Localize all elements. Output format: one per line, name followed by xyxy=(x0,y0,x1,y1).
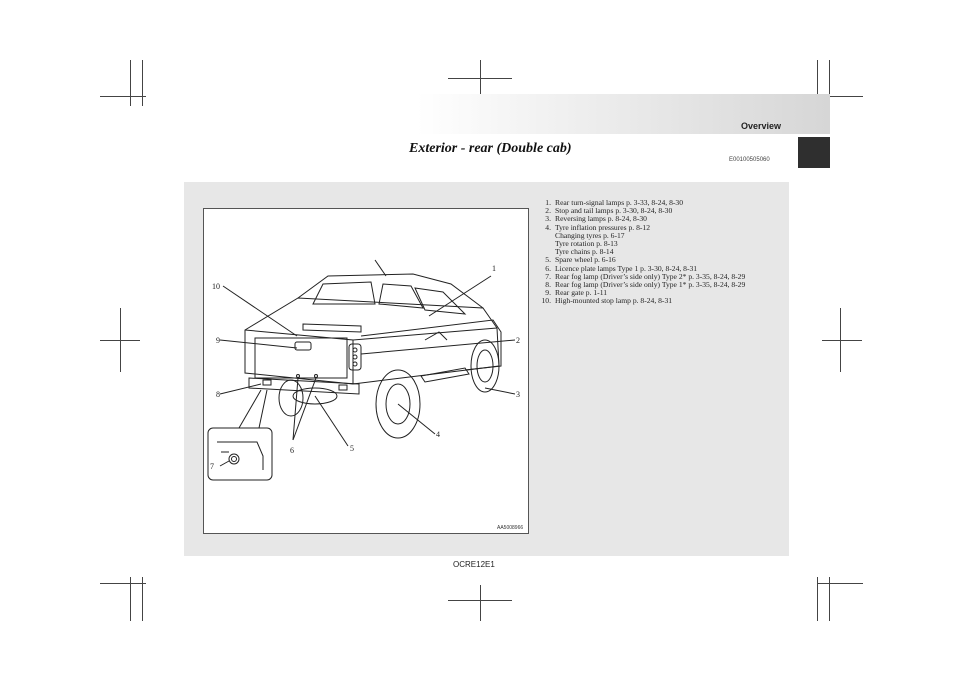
crop-mark xyxy=(829,60,830,106)
component-list: 1.Rear turn-signal lamps p. 3-33, 8-24, … xyxy=(537,198,787,306)
crop-mark xyxy=(142,577,143,621)
section-title: Overview xyxy=(741,121,782,131)
crop-mark xyxy=(817,577,818,621)
crop-mark xyxy=(817,60,818,106)
crop-mark xyxy=(448,78,512,79)
crop-mark xyxy=(822,340,862,341)
crop-mark xyxy=(100,340,140,341)
list-item: 8.Rear fog lamp (Driver’s side only) Typ… xyxy=(545,280,746,290)
list-item: 1.Rear turn-signal lamps p. 3-33, 8-24, … xyxy=(545,198,684,207)
crop-mark xyxy=(829,577,830,621)
callout-6: 6 xyxy=(290,446,294,455)
crop-mark xyxy=(130,577,131,621)
callout-4: 4 xyxy=(436,430,440,439)
callout-5: 5 xyxy=(350,444,354,453)
list-item: 9.Rear gate p. 1-11 xyxy=(545,288,608,298)
crop-mark xyxy=(817,96,863,97)
list-item: 3.Reversing lamps p. 8-24, 8-30 xyxy=(545,214,647,224)
figure-code: AA5008966 xyxy=(497,525,524,531)
callout-10: 10 xyxy=(212,282,220,291)
callout-7: 7 xyxy=(210,462,214,471)
reference-code: E00100505060 xyxy=(729,157,770,163)
crop-mark xyxy=(100,96,146,97)
list-item: 5.Spare wheel p. 6-16 xyxy=(545,255,616,265)
truck-illustration xyxy=(207,259,516,481)
callout-9: 9 xyxy=(216,336,220,345)
callout-1: 1 xyxy=(492,264,496,273)
list-item: 4.Tyre inflation pressures p. 8-12 Chang… xyxy=(545,222,650,257)
crop-mark xyxy=(448,600,512,601)
list-item: 10.High-mounted stop lamp p. 8-24, 8-31 xyxy=(541,296,673,306)
header-band xyxy=(417,94,830,134)
crop-mark xyxy=(100,583,146,584)
crop-mark xyxy=(817,583,863,584)
callout-2: 2 xyxy=(516,336,520,345)
crop-mark xyxy=(130,60,131,106)
page-title: Exterior - rear (Double cab) xyxy=(409,141,572,156)
footer-code: OCRE12E1 xyxy=(453,560,495,569)
list-item: 7.Rear fog lamp (Driver’s side only) Typ… xyxy=(545,271,746,281)
crop-mark xyxy=(480,585,481,621)
crop-mark xyxy=(142,60,143,106)
list-item: 6.Licence plate lamps Type 1 p. 3-30, 8-… xyxy=(545,263,698,273)
callout-8: 8 xyxy=(216,390,220,399)
list-item: 2.Stop and tail lamps p. 3-30, 8-24, 8-3… xyxy=(545,206,673,216)
crop-mark xyxy=(480,60,481,95)
chapter-tab xyxy=(798,137,830,168)
callout-3: 3 xyxy=(516,390,520,399)
